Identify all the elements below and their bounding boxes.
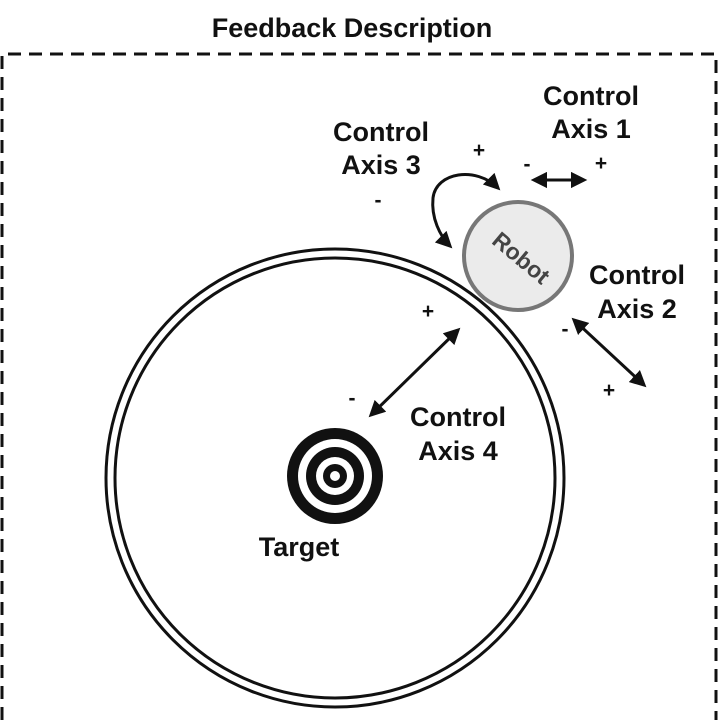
axis-4-minus-sign: -: [349, 387, 356, 410]
axis-2-label-line1: Control: [589, 260, 685, 290]
axis-2-minus-sign: -: [562, 318, 569, 341]
axis-1-label-line2: Axis 1: [551, 114, 631, 144]
axis-2-arrow: [571, 317, 647, 388]
target-label: Target: [259, 532, 340, 562]
axis-4-plus-sign: +: [422, 300, 434, 323]
axis-2-label-line2: Axis 2: [597, 294, 677, 324]
axis-3-label-line2: Axis 3: [341, 150, 421, 180]
axis-1-plus-sign: +: [595, 152, 607, 175]
robot-icon: Robot: [462, 200, 574, 312]
axis-4-label-line2: Axis 4: [418, 436, 498, 466]
arena-outer-ring: [104, 247, 566, 709]
axis-3-label-line1: Control: [333, 117, 429, 147]
axis-1-minus-sign: -: [524, 153, 531, 176]
axis-3-minus-sign: -: [375, 189, 382, 212]
axis-3-arrow: [431, 172, 501, 249]
axis-4-arrow: [368, 327, 461, 418]
axis-1-label-line1: Control: [543, 81, 639, 111]
axis-3-plus-sign: +: [473, 139, 485, 162]
dashed-panel-border: [0, 52, 718, 720]
axis-4-label-line1: Control: [410, 402, 506, 432]
arena-inner-ring: [113, 256, 557, 700]
axis-2-plus-sign: +: [603, 379, 615, 402]
target-icon: [287, 428, 383, 524]
diagram-title: Feedback Description: [212, 13, 493, 43]
